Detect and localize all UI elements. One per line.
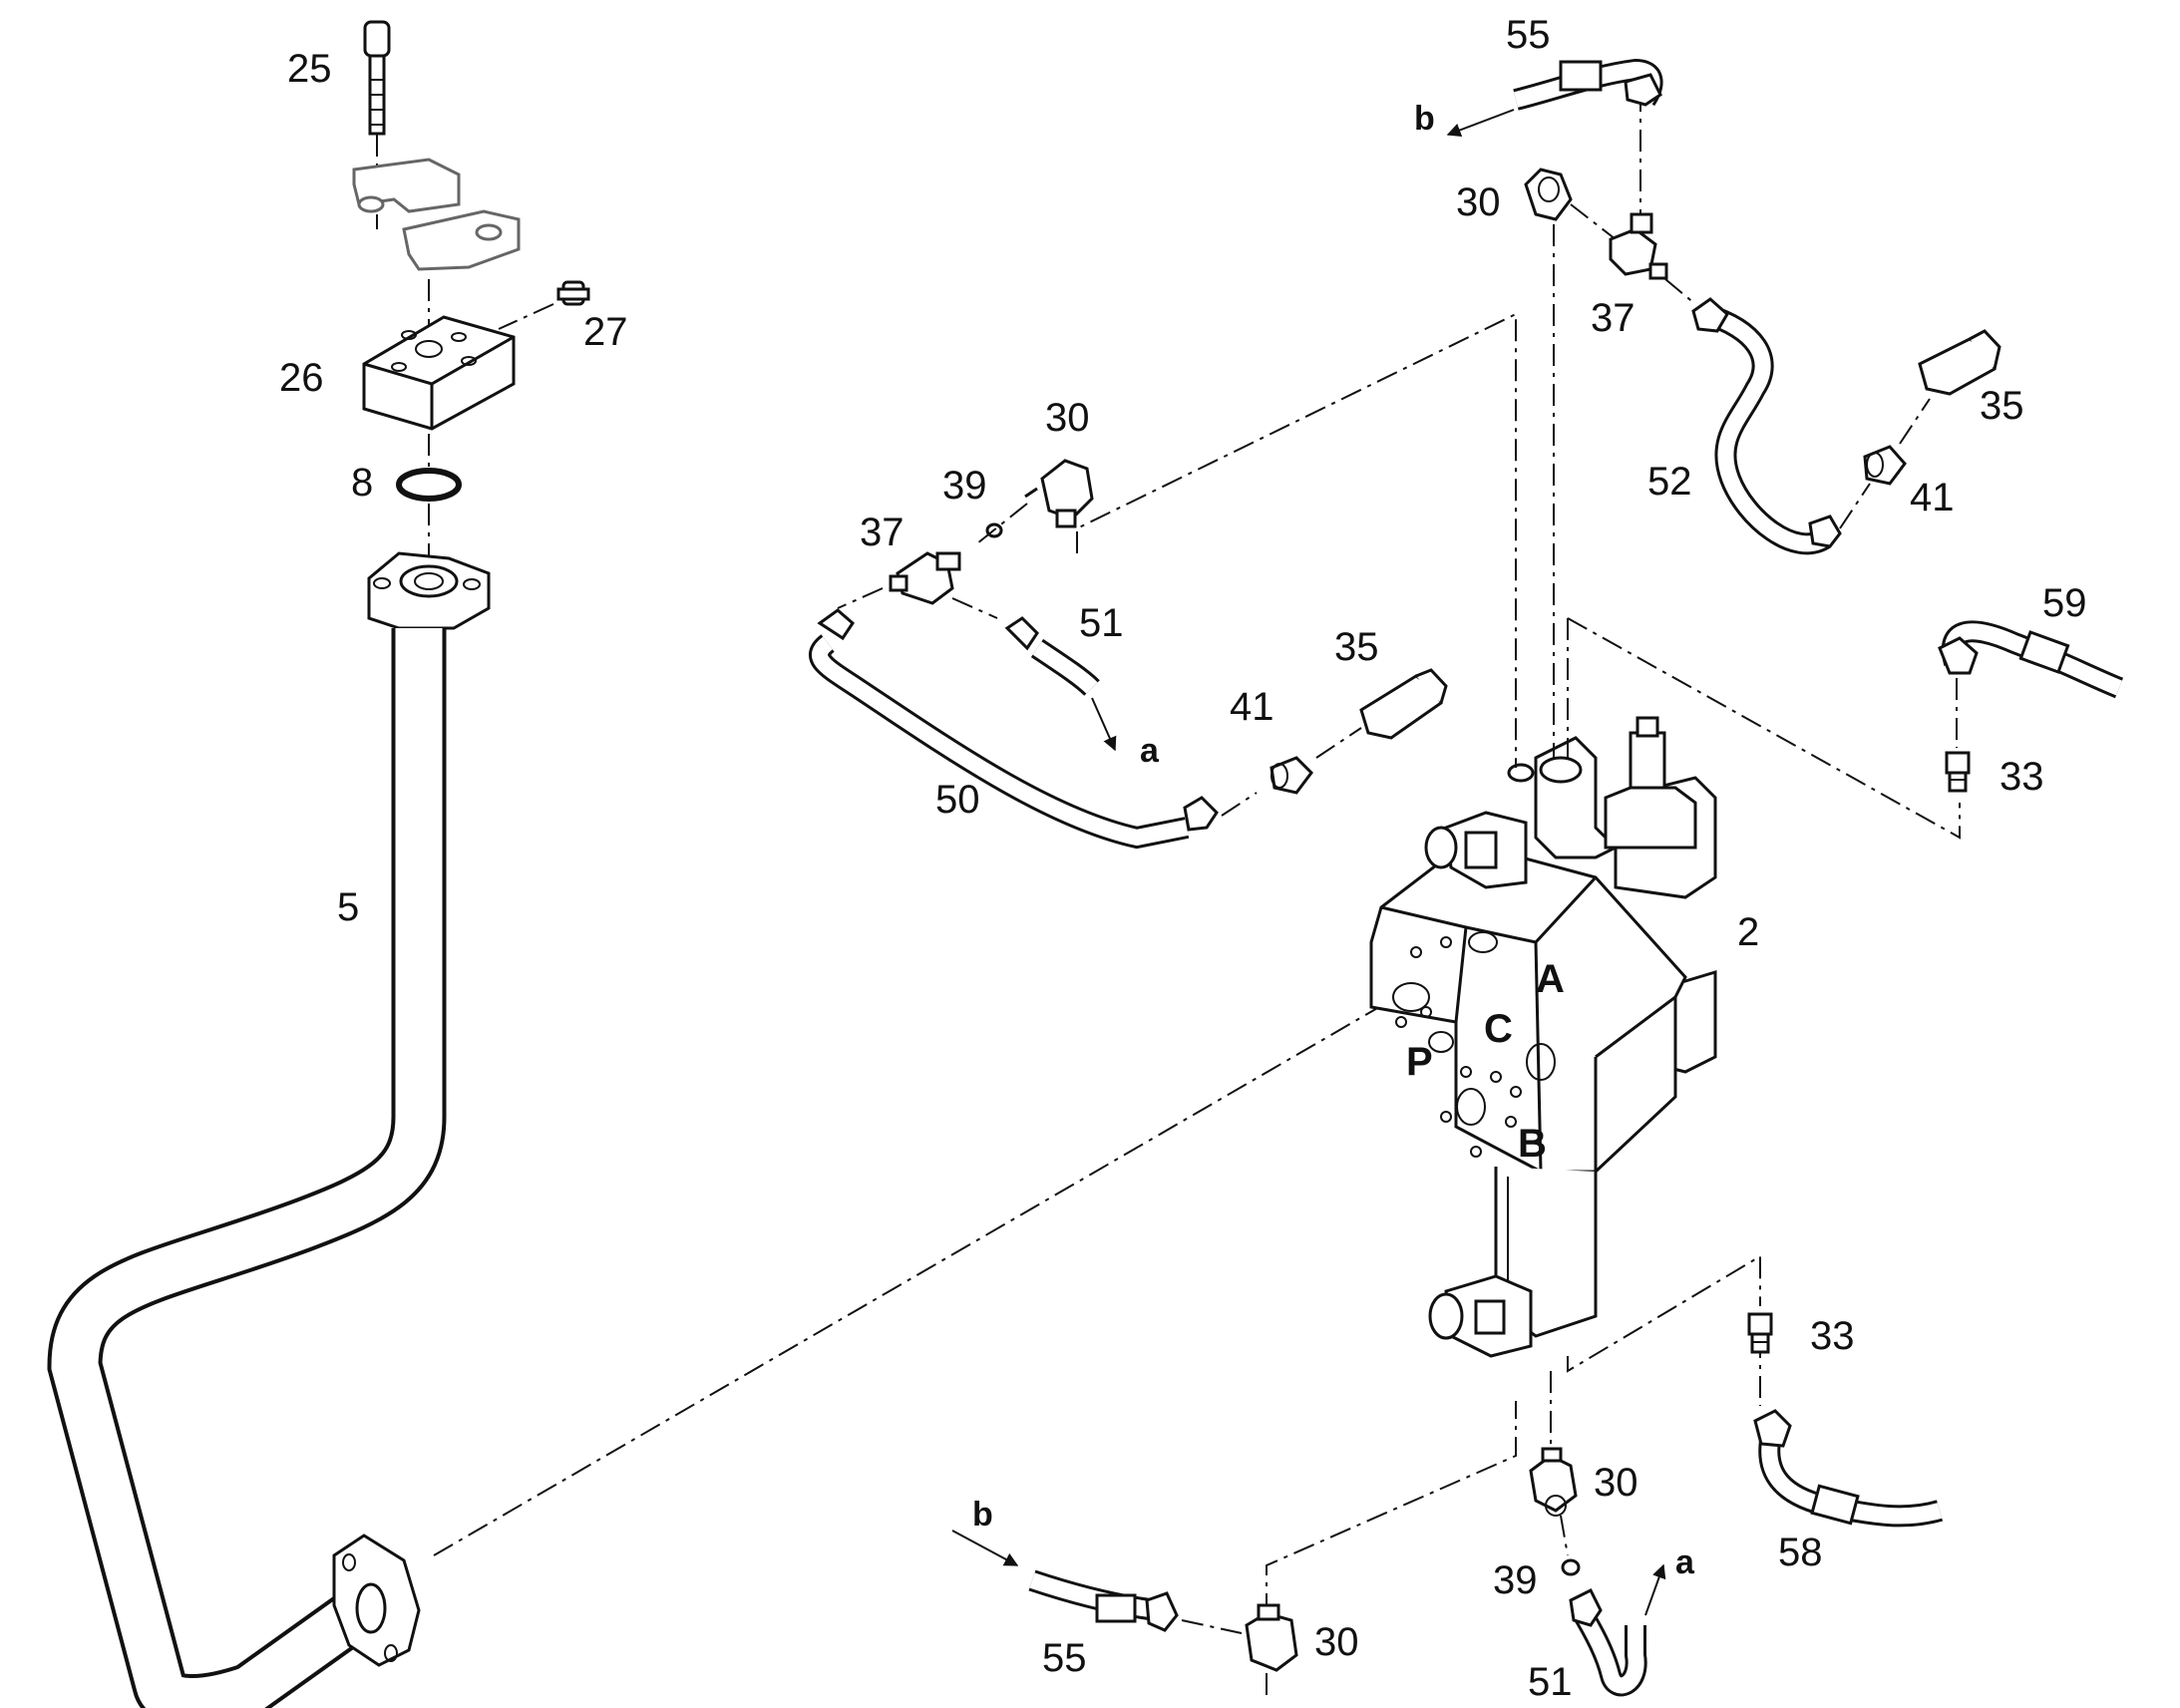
pipe-flange-top xyxy=(367,551,491,630)
hose-52 xyxy=(1691,297,1842,555)
callout-39-top: 39 xyxy=(942,464,987,508)
callout-33-bottom: 33 xyxy=(1810,1314,1855,1358)
callout-30-bottom: 30 xyxy=(1314,1620,1359,1664)
solenoid-upper xyxy=(1424,811,1528,889)
port-c-label: C xyxy=(1484,1007,1513,1051)
elbow-fitting-30d xyxy=(1245,1603,1298,1672)
callout-27: 27 xyxy=(583,310,628,354)
pipe-flange-bottom xyxy=(332,1534,421,1667)
tee-fitting-37a xyxy=(889,551,961,605)
nut-41a xyxy=(1270,756,1313,795)
callout-26: 26 xyxy=(279,356,324,400)
callout-51-top: 51 xyxy=(1079,601,1124,645)
callout-35-right: 35 xyxy=(1980,384,2024,428)
fitting-33b xyxy=(1747,1312,1773,1354)
callout-41-right: 41 xyxy=(1910,476,1955,519)
callout-51-bottom: 51 xyxy=(1528,1660,1573,1704)
callout-37-top-right: 37 xyxy=(1591,296,1635,340)
nut-41b xyxy=(1863,445,1907,486)
callout-8: 8 xyxy=(351,461,373,505)
flow-marker-a-bottom: a xyxy=(1675,1543,1695,1581)
callout-35-mid: 35 xyxy=(1334,625,1379,669)
adapter-35a xyxy=(1359,668,1448,740)
hose-59 xyxy=(1938,620,2124,699)
callout-33-right: 33 xyxy=(1999,755,2044,799)
hose-51a xyxy=(1004,616,1100,696)
callout-55-top: 55 xyxy=(1506,13,1551,57)
plug-27 xyxy=(556,280,590,306)
hose-55b xyxy=(1028,1569,1179,1632)
callout-30-top-right: 30 xyxy=(1456,180,1501,224)
callout-50: 50 xyxy=(935,778,980,822)
elbow-fitting-30b xyxy=(1524,168,1573,221)
elbow-fitting-30a xyxy=(1024,459,1094,528)
split-flange-halves xyxy=(352,158,521,271)
port-b-label: B xyxy=(1518,1122,1547,1166)
pipe-5 xyxy=(47,628,447,1708)
elbow-fitting-30c xyxy=(1529,1447,1578,1517)
flange-block-26 xyxy=(362,315,516,431)
callout-58: 58 xyxy=(1778,1531,1823,1574)
callout-41-mid: 41 xyxy=(1230,685,1274,729)
adapter-39b xyxy=(1561,1558,1581,1576)
callout-59: 59 xyxy=(2042,581,2087,625)
callout-25: 25 xyxy=(287,47,332,91)
flow-marker-b-bottom: b xyxy=(972,1496,993,1534)
callout-52: 52 xyxy=(1647,460,1692,504)
callout-5: 5 xyxy=(337,885,359,929)
callout-2: 2 xyxy=(1737,910,1759,954)
o-ring-8 xyxy=(396,468,462,502)
callout-37-top-mid: 37 xyxy=(860,511,905,554)
hose-55a xyxy=(1513,58,1663,111)
port-p-label: P xyxy=(1406,1040,1433,1084)
callout-30-top-mid: 30 xyxy=(1045,396,1090,440)
solenoid-lower xyxy=(1428,1274,1533,1358)
bolt-25 xyxy=(363,20,391,136)
flow-marker-a-top: a xyxy=(1140,732,1160,770)
hose-50 xyxy=(809,608,1219,850)
tee-fitting-37b xyxy=(1609,212,1668,280)
flow-marker-b-top: b xyxy=(1414,100,1435,138)
hose-51b xyxy=(1569,1587,1647,1697)
fitting-33a xyxy=(1945,751,1971,793)
callout-30-bottom-center: 30 xyxy=(1594,1461,1638,1505)
adapter-35b xyxy=(1918,329,2001,396)
callout-39-bottom: 39 xyxy=(1493,1558,1538,1602)
port-a-label: A xyxy=(1536,957,1565,1001)
control-valve-2 xyxy=(1369,716,1717,1358)
callout-55-bottom: 55 xyxy=(1042,1636,1087,1680)
hose-58 xyxy=(1753,1409,1944,1528)
